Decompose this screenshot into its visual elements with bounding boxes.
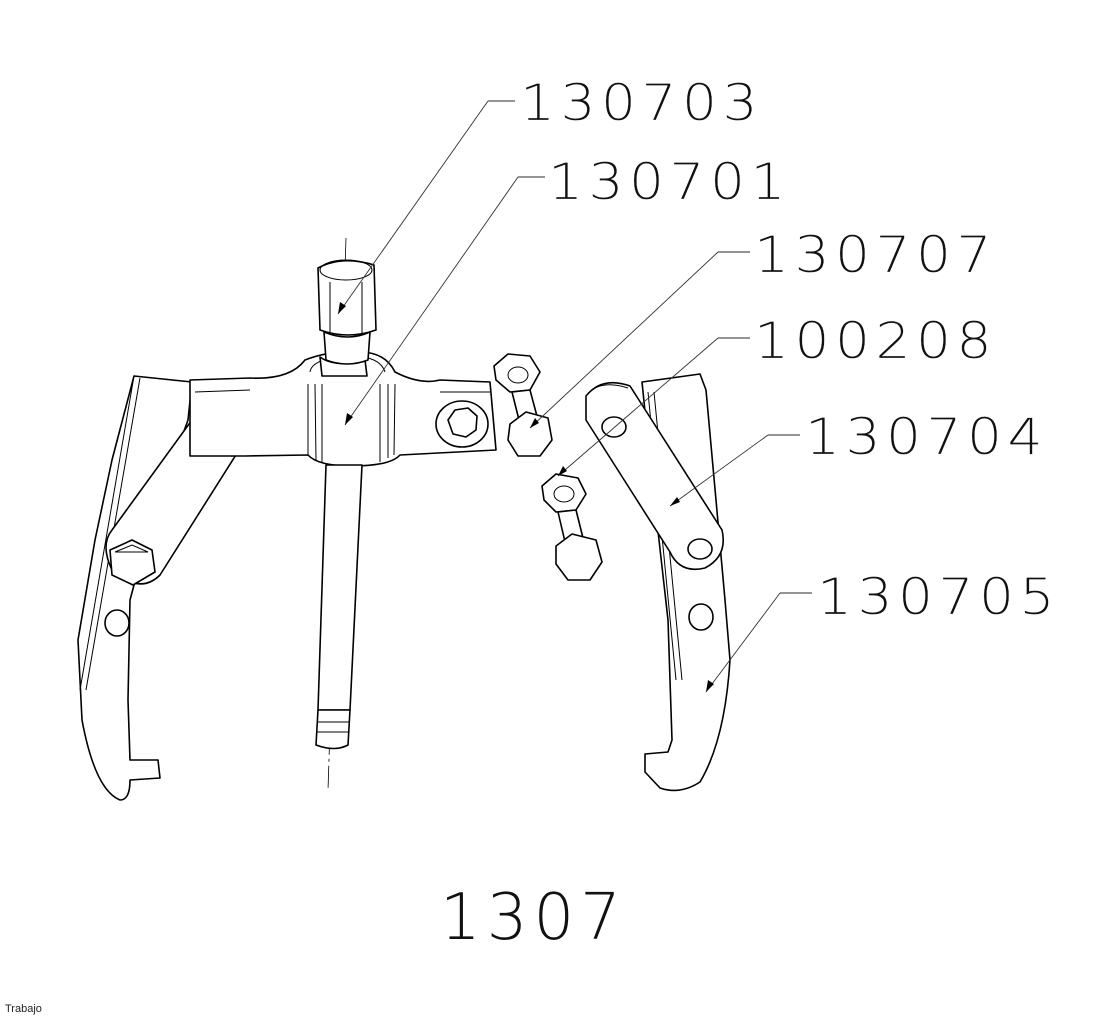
right-link-plate (585, 381, 724, 571)
footer-label: Trabajo (5, 1003, 42, 1015)
callout-130701: 130701 (548, 153, 791, 211)
callout-130704: 130704 (805, 408, 1048, 466)
callout-130705: 130705 (817, 568, 1060, 626)
forcing-screw (315, 259, 377, 750)
left-jaw (77, 375, 193, 801)
callout-130707: 130707 (754, 226, 997, 284)
leader-lines (337, 100, 812, 693)
bolt-set-lower (541, 473, 603, 581)
yoke-body (189, 350, 497, 467)
callout-130703: 130703 (520, 74, 763, 132)
bolt-set-upper (493, 353, 553, 457)
callout-100208: 100208 (754, 312, 997, 370)
assembly-number: 1307 (440, 881, 627, 955)
